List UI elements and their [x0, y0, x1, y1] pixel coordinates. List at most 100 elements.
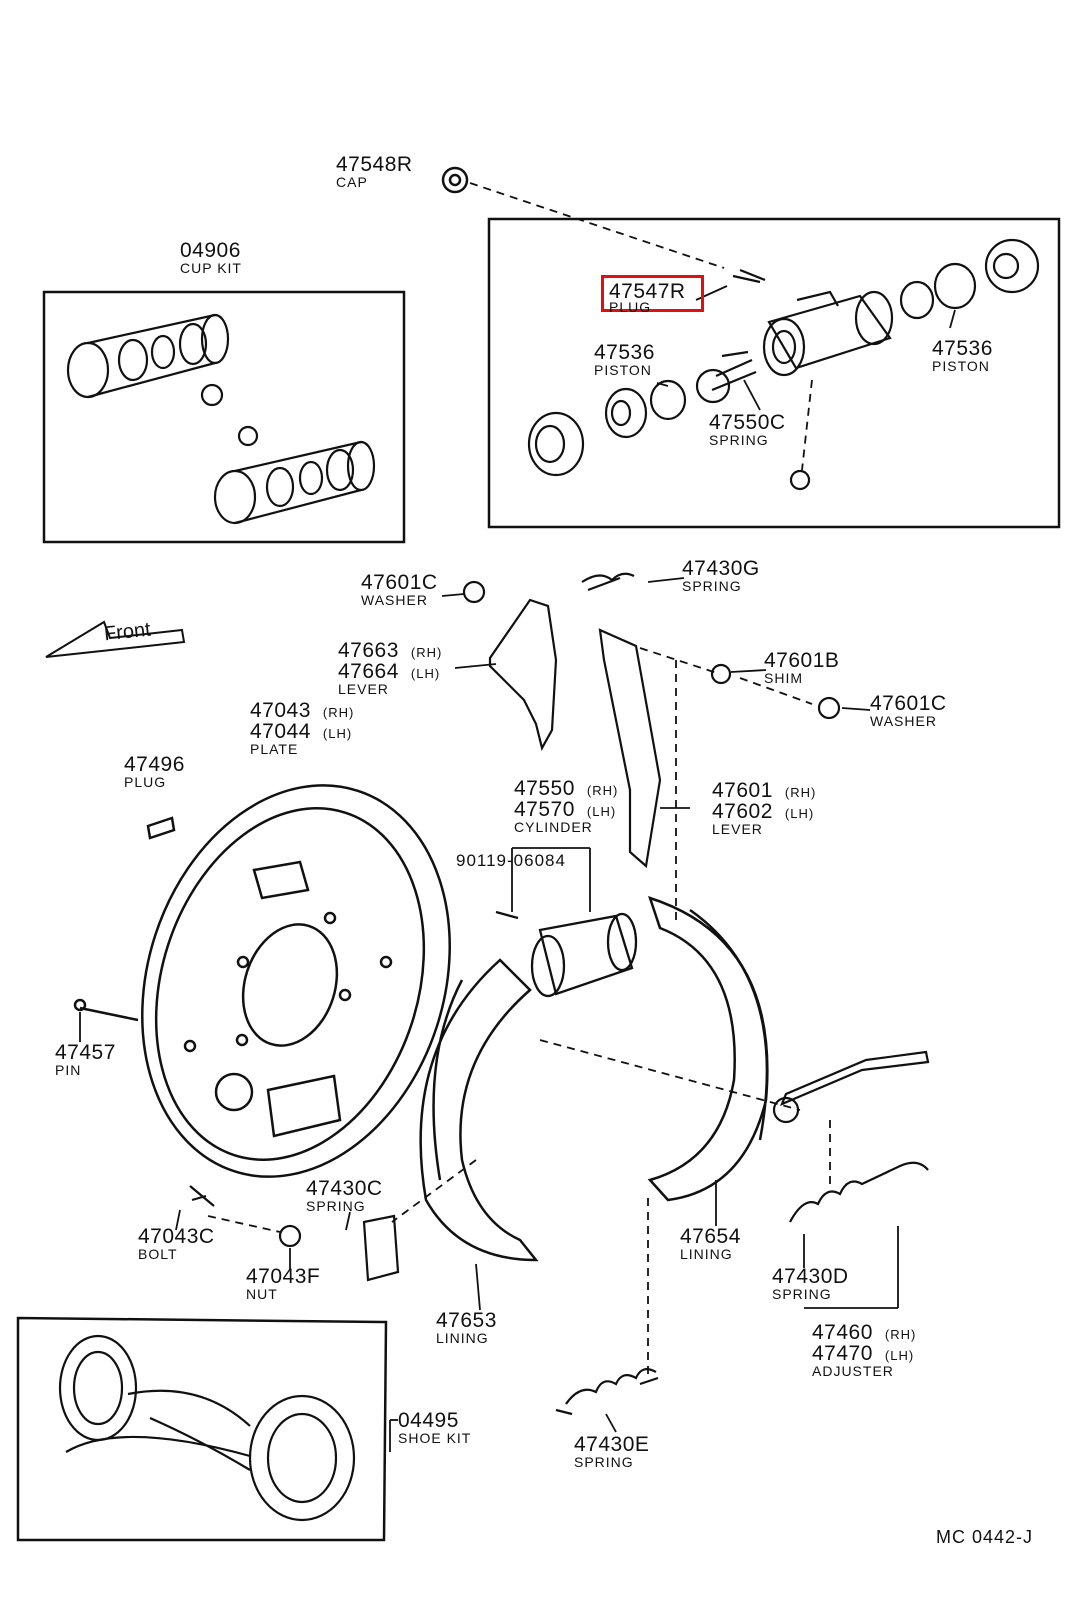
- front-arrow: [45, 620, 186, 658]
- lever-lower-rh-number: 47601: [712, 779, 773, 802]
- leader-lines: [79, 285, 956, 1452]
- adjuster-part-name: ADJUSTER: [812, 1363, 894, 1379]
- wheel-cylinder-parts: [527, 238, 1040, 491]
- bolt-label: 47043C BOLT: [138, 1226, 215, 1261]
- bolt-cyl-part-number: 90119-06084: [456, 851, 566, 870]
- lever-upper-rh-side: (RH): [410, 645, 443, 660]
- pin-part-number: 47457: [55, 1041, 116, 1064]
- cylinder-part-name: CYLINDER: [514, 819, 593, 835]
- lining-654-part-number: 47654: [680, 1225, 741, 1248]
- highlight-box: [601, 275, 704, 312]
- plug-top-part-name: PLUG: [609, 299, 652, 315]
- nut-label: 47043F NUT: [246, 1266, 320, 1301]
- lower-hardware: [189, 1039, 930, 1416]
- shim-part-number: 47601B: [764, 649, 840, 672]
- piston-left-part-name: PISTON: [594, 362, 652, 378]
- spring-d-label: 47430D SPRING: [772, 1266, 849, 1301]
- adjuster-rh-number: 47460: [812, 1321, 873, 1344]
- spring-d-part-number: 47430D: [772, 1265, 849, 1288]
- pin-part-name: PIN: [55, 1062, 82, 1078]
- adjuster-lh-number: 47470: [812, 1342, 873, 1365]
- shoe-kit-part-number: 04495: [398, 1409, 459, 1432]
- plate-rh-number: 47043: [250, 699, 311, 722]
- spring-c-part-name: SPRING: [306, 1198, 366, 1214]
- plate-lh-side: (LH): [322, 726, 353, 741]
- cylinder-lh-number: 47570: [514, 798, 575, 821]
- lining-654-label: 47654 LINING: [680, 1226, 741, 1261]
- lining-654-part-name: LINING: [680, 1246, 733, 1262]
- spring-top-part-number: 47550C: [709, 411, 786, 434]
- plug-496-part-number: 47496: [124, 753, 185, 776]
- cup-kit-parts: [66, 313, 376, 525]
- cup-kit-label: 04906 CUP KIT: [180, 240, 242, 275]
- piston-left-part-number: 47536: [594, 341, 655, 364]
- brake-shoes: [419, 896, 769, 1262]
- lever-lower-lh-number: 47602: [712, 800, 773, 823]
- cup-kit-frame: [42, 290, 406, 544]
- cup-kit-part-number: 04906: [180, 239, 241, 262]
- bolt-cyl-label: 90119-06084: [456, 852, 566, 869]
- upper-hardware: [462, 572, 841, 920]
- washer-upper-part-number: 47601C: [361, 571, 438, 594]
- washer-upper-label: 47601C WASHER: [361, 572, 438, 607]
- plate-lh-number: 47044: [250, 720, 311, 743]
- plate-rh-side: (RH): [322, 705, 355, 720]
- lever-lower-rh-side: (RH): [784, 785, 817, 800]
- spring-c-label: 47430C SPRING: [306, 1178, 383, 1213]
- adjuster-label: 47460 (RH) 47470 (LH) ADJUSTER: [812, 1322, 916, 1378]
- spring-top-part-name: SPRING: [709, 432, 769, 448]
- spring-g-part-number: 47430G: [682, 557, 760, 580]
- cap-label: 47548R CAP: [336, 154, 413, 189]
- lining-653-part-number: 47653: [436, 1309, 497, 1332]
- plug-496-label: 47496 PLUG: [124, 754, 185, 789]
- lining-653-label: 47653 LINING: [436, 1310, 497, 1345]
- cup-kit-part-name: CUP KIT: [180, 260, 242, 276]
- bolt-part-name: BOLT: [138, 1246, 178, 1262]
- lever-lower-part-name: LEVER: [712, 821, 763, 837]
- cylinder-label: 47550(RH) 47570(LH) CYLINDER: [514, 778, 618, 834]
- lever-upper-rh-number: 47663: [338, 639, 399, 662]
- shim-part-name: SHIM: [764, 670, 803, 686]
- shoe-kit-frame: [16, 1316, 388, 1542]
- nut-part-number: 47043F: [246, 1265, 321, 1288]
- spring-c-part-number: 47430C: [306, 1177, 383, 1200]
- cap-part-number: 47548R: [336, 153, 413, 176]
- cap-part: [441, 166, 469, 194]
- spring-top-label: 47550C SPRING: [709, 412, 786, 447]
- lever-upper-lh-number: 47664: [338, 660, 399, 683]
- shoe-kit-part-name: SHOE KIT: [398, 1430, 472, 1446]
- piston-right-part-number: 47536: [932, 337, 993, 360]
- pin-label: 47457 PIN: [55, 1042, 116, 1077]
- plug-top-part-number: 47547R: [609, 280, 686, 303]
- bolt-part-number: 47043C: [138, 1225, 215, 1248]
- lever-upper-part-name: LEVER: [338, 681, 389, 697]
- spring-g-part-name: SPRING: [682, 578, 742, 594]
- cylinder-kit-frame: [487, 217, 1061, 529]
- spring-d-part-name: SPRING: [772, 1286, 832, 1302]
- spring-e-part-name: SPRING: [574, 1454, 634, 1470]
- backing-plate: [73, 784, 451, 1178]
- lever-lower-lh-side: (LH): [784, 806, 815, 821]
- cylinder-rh-number: 47550: [514, 777, 575, 800]
- adjuster-lh-side: (LH): [884, 1348, 915, 1363]
- lever-lower-label: 47601 (RH) 47602 (LH) LEVER: [712, 780, 816, 836]
- cap-part-name: CAP: [336, 174, 368, 190]
- washer-right-part-number: 47601C: [870, 692, 947, 715]
- washer-upper-part-name: WASHER: [361, 592, 428, 608]
- cylinder-lh-side: (LH): [586, 804, 617, 819]
- spring-e-label: 47430E SPRING: [574, 1434, 649, 1469]
- washer-right-label: 47601C WASHER: [870, 693, 947, 728]
- lever-upper-lh-side: (LH): [410, 666, 441, 681]
- shoe-kit-label: 04495 SHOE KIT: [398, 1410, 471, 1445]
- plug-top-label: 47547R PLUG: [609, 281, 686, 314]
- spring-g-label: 47430G SPRING: [682, 558, 760, 593]
- piston-left-label: 47536 PISTON: [594, 342, 655, 377]
- diagram-code: MC 0442-J: [936, 1527, 1034, 1547]
- wheel-cylinder: [495, 910, 638, 998]
- shoe-kit-drums: [58, 1334, 356, 1522]
- piston-right-part-name: PISTON: [932, 358, 990, 374]
- washer-right-part-name: WASHER: [870, 713, 937, 729]
- adjuster-rh-side: (RH): [884, 1327, 917, 1342]
- spring-e-part-number: 47430E: [574, 1433, 650, 1456]
